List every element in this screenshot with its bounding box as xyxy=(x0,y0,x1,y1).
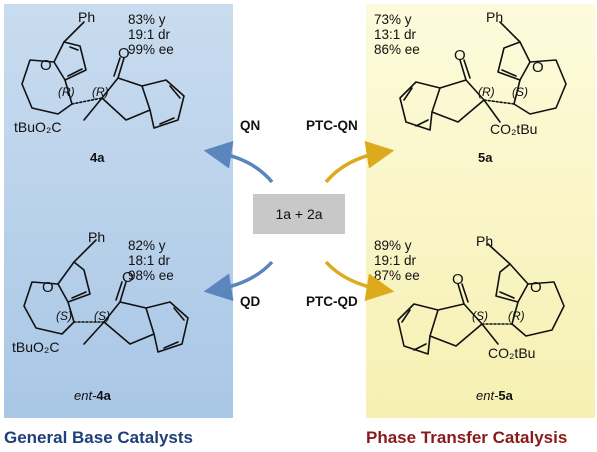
ee-4a: 99% ee xyxy=(128,42,174,57)
carbonyl-oxygen-ent-4a: O xyxy=(122,269,134,286)
dr-5a: 13:1 dr xyxy=(374,27,417,42)
stereo-ent-4a-2: (S) xyxy=(94,309,110,323)
catalyst-ptc-qd: PTC-QD xyxy=(306,294,358,309)
arrow-to-ent-4a xyxy=(203,260,274,302)
yield-5a: 73% y xyxy=(374,12,412,27)
compound-label-ent-4a: ent-4a xyxy=(74,388,111,403)
ester-label-4a: tBuO₂C xyxy=(14,119,61,135)
footer-general-base: General Base Catalysts xyxy=(4,428,193,447)
ph-label-ent-5a: Ph xyxy=(476,233,493,249)
compound-label-5a: 5a xyxy=(478,150,493,165)
ph-label-5a: Ph xyxy=(486,9,503,25)
ester-label-ent-5a: CO₂tBu xyxy=(488,345,535,361)
ring-oxygen-5a: O xyxy=(532,59,544,76)
stereo-ent-4a-1: (S) xyxy=(56,309,72,323)
ring-oxygen-ent-5a: O xyxy=(530,279,542,296)
compound-label-4a: 4a xyxy=(90,150,105,165)
ring-oxygen-ent-4a: O xyxy=(42,279,54,296)
stereo-5a-1: (R) xyxy=(478,85,495,99)
reactants-label: 1a + 2a xyxy=(275,206,323,222)
catalyst-qd: QD xyxy=(240,294,261,309)
arrow-to-5a xyxy=(324,140,395,184)
stereo-4a-1: (R) xyxy=(58,85,75,99)
dr-ent-4a: 18:1 dr xyxy=(128,253,171,268)
stereo-ent-5a-2: (R) xyxy=(508,309,525,323)
arrow-to-ent-5a xyxy=(324,260,395,302)
footer-phase-transfer: Phase Transfer Catalysis xyxy=(366,428,568,447)
results-5a: 73% y 13:1 dr 86% ee xyxy=(374,12,420,57)
dr-ent-5a: 19:1 dr xyxy=(374,253,417,268)
stereo-5a-2: (S) xyxy=(512,85,528,99)
ee-5a: 86% ee xyxy=(374,42,420,57)
yield-4a: 83% y xyxy=(128,12,166,27)
ring-oxygen-4a: O xyxy=(40,57,52,74)
ester-label-5a: CO₂tBu xyxy=(490,121,537,137)
catalyst-ptc-qn: PTC-QN xyxy=(306,118,358,133)
carbonyl-oxygen-4a: O xyxy=(118,45,130,62)
stereo-ent-5a-1: (S) xyxy=(472,309,488,323)
ph-label-ent-4a: Ph xyxy=(88,229,105,245)
ph-label-4a: Ph xyxy=(78,9,95,25)
stereo-4a-2: (R) xyxy=(92,85,109,99)
yield-ent-5a: 89% y xyxy=(374,238,412,253)
arrow-to-4a xyxy=(203,140,274,184)
reactants-box: 1a + 2a xyxy=(253,194,345,234)
results-4a: 83% y 19:1 dr 99% ee xyxy=(128,12,174,57)
yield-ent-4a: 82% y xyxy=(128,238,166,253)
compound-label-ent-5a: ent-5a xyxy=(476,388,513,403)
results-ent-4a: 82% y 18:1 dr 98% ee xyxy=(128,238,174,283)
phase-transfer-panel xyxy=(366,4,595,418)
general-base-panel xyxy=(4,4,233,418)
dr-4a: 19:1 dr xyxy=(128,27,171,42)
catalyst-qn: QN xyxy=(240,118,261,133)
ee-ent-4a: 98% ee xyxy=(128,268,174,283)
carbonyl-oxygen-5a: O xyxy=(454,47,466,64)
carbonyl-oxygen-ent-5a: O xyxy=(452,271,464,288)
ester-label-ent-4a: tBuO₂C xyxy=(12,339,59,355)
